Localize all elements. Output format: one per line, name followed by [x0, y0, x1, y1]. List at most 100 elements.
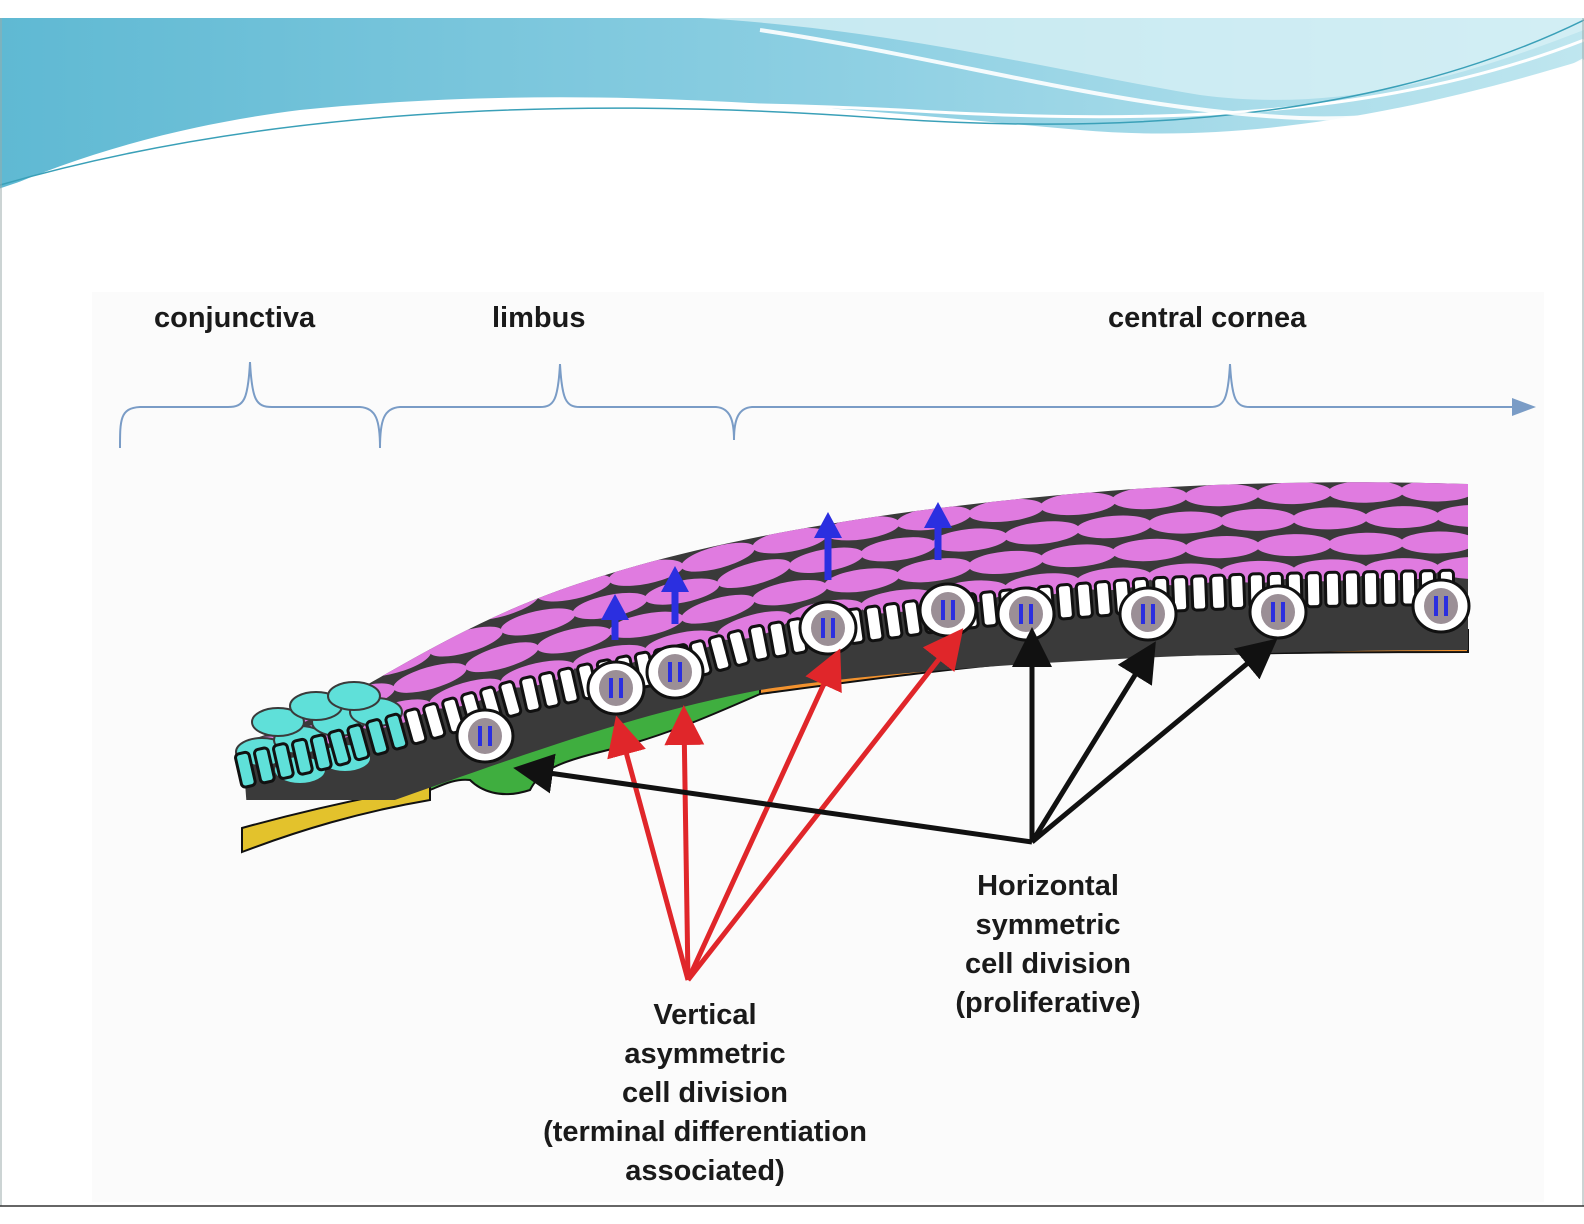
- mitotic-cell: [798, 600, 858, 656]
- superficial-cell: [1220, 404, 1296, 428]
- superficial-cell: [932, 528, 1008, 552]
- superficial-cell: [429, 522, 503, 553]
- superficial-cell: [242, 632, 288, 660]
- superficial-cell: [1256, 429, 1332, 453]
- basal-cell: [1093, 579, 1113, 618]
- basal-cell: [403, 707, 428, 746]
- mitotic-spindle: [1261, 594, 1295, 630]
- superficial-cell: [1148, 406, 1225, 431]
- horizontal-division-arrow: [513, 753, 1033, 845]
- superficial-cell: [321, 631, 395, 661]
- superficial-cell: [1472, 479, 1548, 501]
- horizontal-caption-line: Horizontal: [977, 870, 1119, 902]
- mitotic-spindle: [1131, 596, 1165, 632]
- basal-cell: [1074, 581, 1094, 619]
- superficial-cell: [248, 650, 324, 678]
- superficial-cell: [1256, 482, 1332, 505]
- basal-cell: [384, 712, 409, 751]
- superficial-cell: [393, 559, 467, 589]
- superficial-cell: [357, 595, 431, 625]
- superficial-cell: [1364, 401, 1440, 424]
- superficial-cell: [968, 550, 1044, 574]
- superficial-cell: [1364, 453, 1440, 476]
- superficial-cell: [1148, 458, 1225, 483]
- mitotic-spindle: [931, 592, 965, 628]
- superficial-cell: [1076, 515, 1152, 539]
- superficial-cell: [860, 485, 936, 510]
- basal-cell: [498, 680, 523, 718]
- superficial-cell: [1400, 482, 1468, 502]
- basal-cell: [291, 737, 314, 776]
- superficial-cell: [895, 450, 973, 482]
- superficial-cell: [284, 564, 360, 592]
- mitotic-spindle: [1424, 588, 1458, 624]
- superficial-cell: [500, 504, 576, 532]
- basal-cell: [882, 601, 904, 640]
- superficial-cell: [1148, 511, 1224, 534]
- superficial-cell: [284, 616, 360, 644]
- superficial-cell: [1040, 544, 1116, 568]
- mitotic-cell: [918, 582, 978, 638]
- mitotic-spindle: [599, 670, 633, 706]
- superficial-cell: [644, 482, 720, 501]
- conjunctival-stroma: [241, 784, 431, 854]
- superficial-cell: [967, 444, 1045, 473]
- basal-cell: [1228, 572, 1247, 611]
- basal-cell: [1323, 570, 1342, 608]
- daughter-cell-arrowhead: [924, 502, 952, 528]
- central-cornea-label: central cornea: [1108, 302, 1307, 334]
- superficial-cell: [824, 568, 900, 593]
- basal-cell: [309, 733, 333, 772]
- vertical-division-arrow: [685, 648, 842, 982]
- basal-cell: [707, 634, 732, 672]
- basal-cell: [726, 629, 751, 667]
- cornea-axis: [733, 363, 1512, 441]
- superficial-cell: [824, 516, 900, 541]
- mitotic-spindle: [1009, 596, 1043, 632]
- superficial-cell: [1004, 482, 1080, 493]
- superficial-cell: [752, 579, 828, 606]
- superficial-cell: [465, 538, 539, 569]
- superficial-cell: [787, 439, 866, 474]
- vertical-division-arrow: [664, 705, 705, 981]
- basal-cell: [1361, 570, 1380, 608]
- superficial-cell: [1292, 507, 1368, 530]
- basal-cell: [1055, 583, 1075, 621]
- basal-cell: [1380, 569, 1399, 607]
- superficial-cell: [681, 594, 755, 624]
- superficial-cell: [608, 611, 684, 638]
- superficial-cell: [859, 429, 937, 461]
- horizontal-division-arrow: [1029, 641, 1156, 844]
- superficial-cell: [1364, 506, 1440, 529]
- superficial-cell: [1328, 428, 1404, 451]
- basal-cell: [767, 620, 790, 659]
- basal-cell: [327, 728, 352, 767]
- superficial-cell: [242, 580, 288, 608]
- basal-cell: [1190, 574, 1209, 612]
- superficial-cell: [572, 488, 648, 516]
- axis-arrowhead: [1512, 398, 1536, 416]
- basal-cell: [365, 718, 390, 756]
- superficial-cell: [1184, 484, 1260, 507]
- limbus-brace: [379, 363, 735, 449]
- vertical-caption-line: (terminal differentiation: [543, 1116, 867, 1148]
- superficial-cell: [1328, 532, 1404, 555]
- mitotic-spindle: [811, 610, 845, 646]
- superficial-cell: [1328, 482, 1404, 503]
- superficial-cell: [1436, 505, 1468, 527]
- superficial-cell: [1184, 536, 1260, 559]
- superficial-cell: [500, 556, 576, 584]
- superficial-cell: [1436, 401, 1512, 423]
- basal-cell: [901, 599, 923, 637]
- vertical-division-caption: Vertical asymmetric cell division (termi…: [512, 996, 898, 1191]
- basal-cell: [748, 624, 770, 662]
- superficial-cell: [357, 543, 431, 573]
- daughter-cell-arrowhead: [814, 512, 842, 538]
- conjunctival-cell: [251, 707, 305, 737]
- superficial-cell: [1292, 403, 1368, 427]
- basal-cell: [272, 742, 295, 780]
- superficial-cell: [1472, 531, 1548, 553]
- superficial-cell: [429, 574, 503, 605]
